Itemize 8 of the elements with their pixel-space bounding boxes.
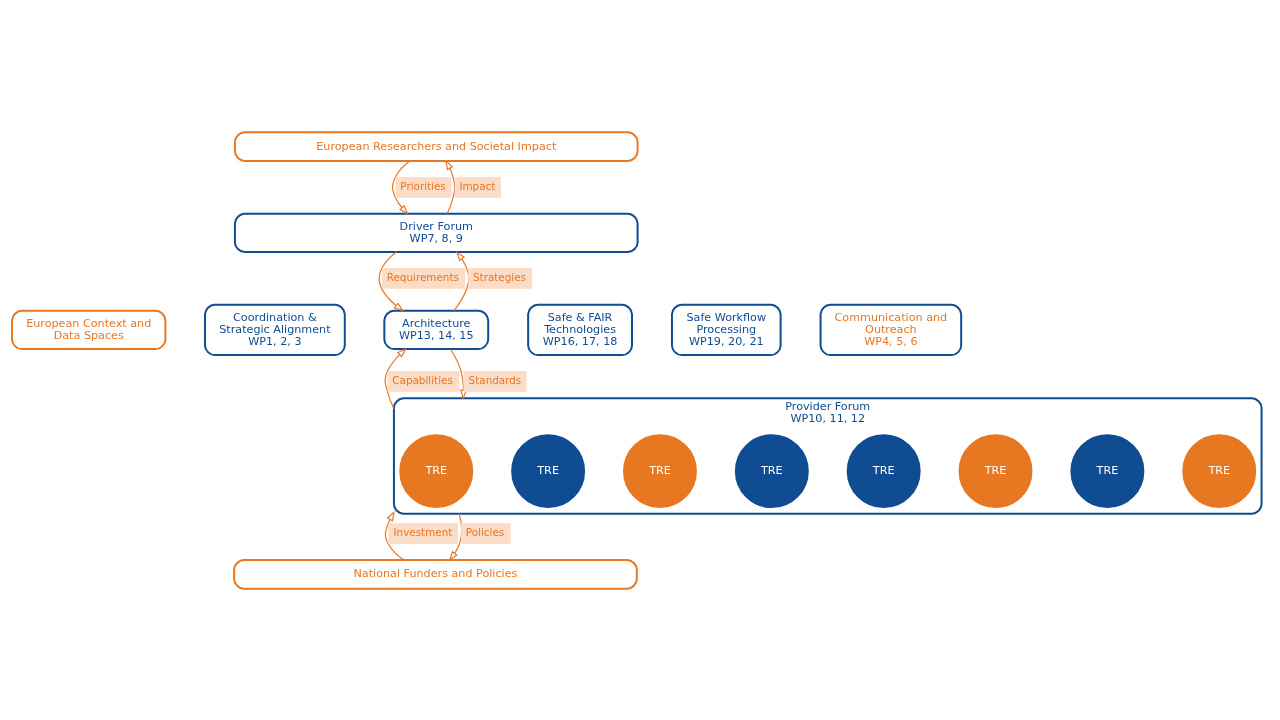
edge-label: Impact [459,179,496,192]
edge-label: Requirements [386,270,459,283]
edge-label: Investment [393,525,453,538]
edge-label: Policies [465,525,505,538]
edge-label: Standards [468,373,522,386]
edge-label: Strategies [473,270,527,283]
edge-label: Priorities [400,179,446,192]
edge-label: Capabilities [392,373,453,386]
